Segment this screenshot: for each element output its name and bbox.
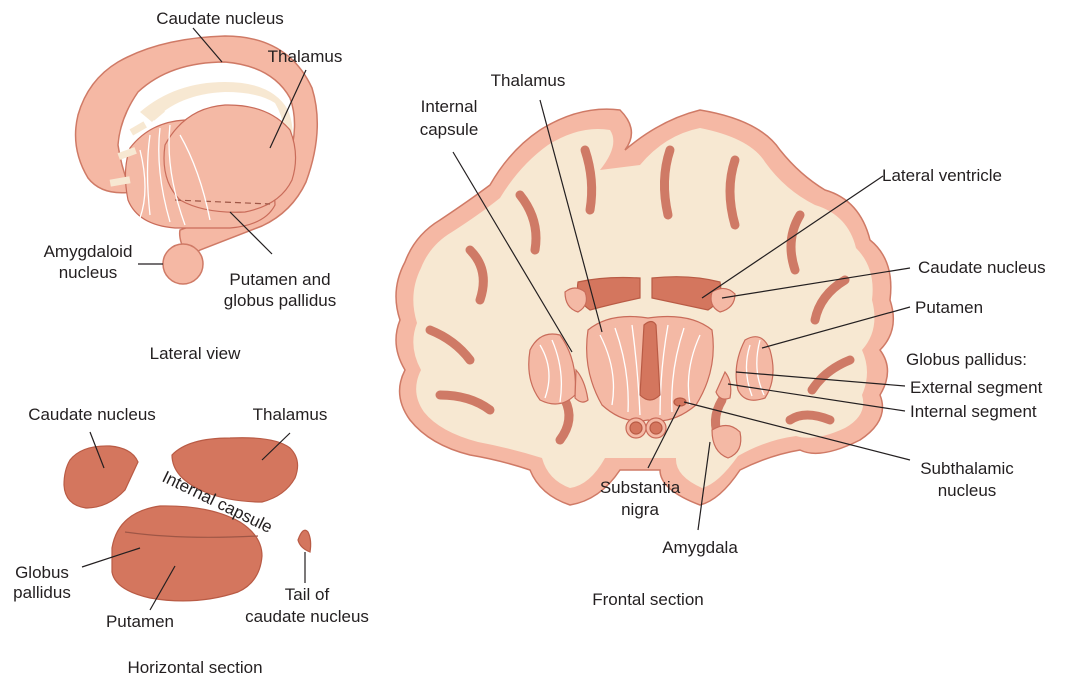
horizontal-caudate <box>64 446 138 508</box>
frontal-label-substantia-2: nigra <box>621 500 659 519</box>
horizontal-tail-caudate <box>298 530 311 552</box>
frontal-label-lateral-ventricle: Lateral ventricle <box>882 166 1002 185</box>
frontal-third-ventricle <box>640 322 660 401</box>
frontal-caption: Frontal section <box>592 590 704 609</box>
frontal-label-thalamus: Thalamus <box>491 71 566 90</box>
frontal-substantia-nigra-right <box>650 422 662 434</box>
lateral-label-thalamus: Thalamus <box>268 47 343 66</box>
horizontal-label-globus-2: pallidus <box>13 583 71 602</box>
frontal-label-putamen: Putamen <box>915 298 983 317</box>
frontal-label-caudate: Caudate nucleus <box>918 258 1046 277</box>
frontal-label-internal-segment: Internal segment <box>910 402 1037 421</box>
horizontal-label-caudate: Caudate nucleus <box>28 405 156 424</box>
lateral-label-caudate: Caudate nucleus <box>156 9 284 28</box>
horizontal-section-diagram: Caudate nucleus Thalamus Internal capsul… <box>13 405 369 677</box>
horizontal-label-tail-2: caudate nucleus <box>245 607 369 626</box>
horizontal-label-tail-1: Tail of <box>285 585 330 604</box>
frontal-label-amygdala: Amygdala <box>662 538 738 557</box>
frontal-label-internal-capsule-2: capsule <box>420 120 479 139</box>
frontal-label-subthalamic-1: Subthalamic <box>920 459 1014 478</box>
horizontal-label-putamen: Putamen <box>106 612 174 631</box>
frontal-label-globus-header: Globus pallidus: <box>906 350 1027 369</box>
lateral-label-amygdaloid-1: Amygdaloid <box>44 242 133 261</box>
frontal-section-diagram: Thalamus Internal capsule Lateral ventri… <box>396 71 1046 609</box>
lateral-view-diagram: Caudate nucleus Thalamus Amygdaloid nucl… <box>44 9 343 363</box>
lateral-amygdaloid-nucleus <box>163 244 203 284</box>
frontal-label-internal-capsule-1: Internal <box>421 97 478 116</box>
lateral-label-amygdaloid-2: nucleus <box>59 263 118 282</box>
lateral-thalamus <box>164 105 296 212</box>
lateral-label-putamen-1: Putamen and <box>229 270 330 289</box>
frontal-label-subthalamic-2: nucleus <box>938 481 997 500</box>
lateral-label-putamen-2: globus pallidus <box>224 291 336 310</box>
frontal-label-substantia-1: Substantia <box>600 478 681 497</box>
horizontal-caption: Horizontal section <box>127 658 262 677</box>
frontal-substantia-nigra-left <box>630 422 642 434</box>
lateral-caption: Lateral view <box>150 344 241 363</box>
horizontal-label-thalamus: Thalamus <box>253 405 328 424</box>
horizontal-label-globus-1: Globus <box>15 563 69 582</box>
frontal-label-external-segment: External segment <box>910 378 1043 397</box>
